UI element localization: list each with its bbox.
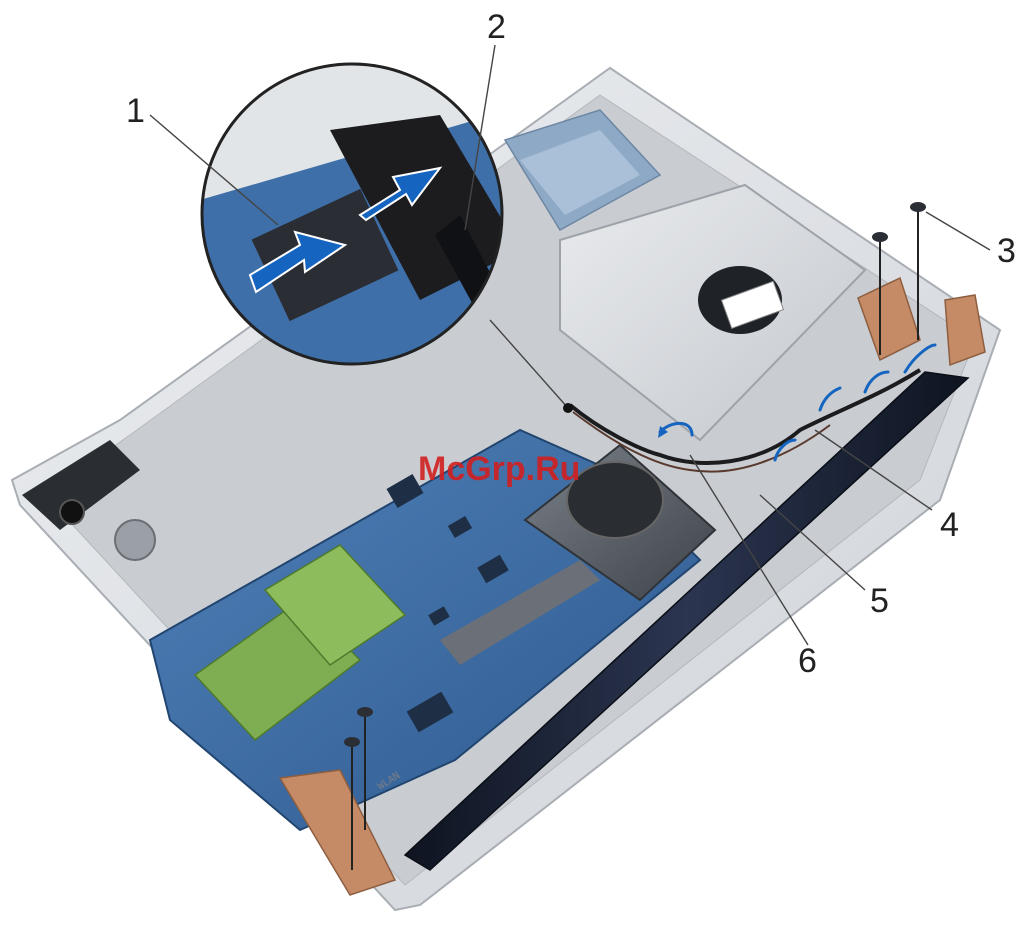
callout-6: 6: [798, 642, 817, 680]
callout-3: 3: [997, 232, 1016, 270]
hinge-icon: [945, 295, 985, 365]
callout-5: 5: [870, 582, 889, 620]
callout-1: 1: [126, 92, 145, 130]
screw-icon: [357, 707, 373, 717]
screw-icon: [344, 737, 360, 747]
coin-cell-battery: [115, 520, 155, 560]
callout-4: 4: [940, 506, 959, 544]
callout-2: 2: [487, 8, 506, 46]
screw-icon: [910, 202, 926, 212]
screw-icon: [872, 232, 888, 242]
watermark-text: McGrp.Ru: [418, 450, 580, 488]
